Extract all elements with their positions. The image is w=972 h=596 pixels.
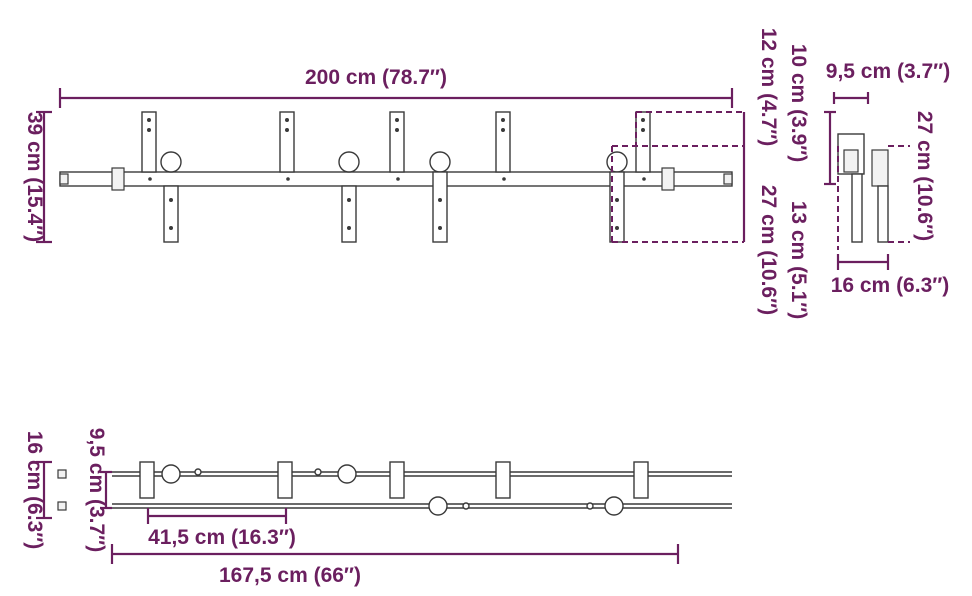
packed-roller bbox=[337, 464, 357, 484]
rail-width-label: 9,5 cm (3.7″) bbox=[826, 60, 950, 83]
hanging-straps bbox=[160, 151, 628, 243]
packed-bracket bbox=[495, 461, 511, 499]
dash-guides bbox=[611, 111, 746, 243]
strap bbox=[163, 185, 179, 243]
end-stop-left bbox=[111, 167, 125, 191]
total-length-label: 200 cm (78.7″) bbox=[305, 66, 447, 89]
strap bbox=[341, 185, 357, 243]
roller-wheel bbox=[338, 151, 360, 173]
dim-pack-415: 41,5 cm (16.3″) bbox=[146, 508, 296, 549]
bracket bbox=[495, 111, 511, 173]
dim-height: 39 cm (15.4″) bbox=[23, 110, 52, 244]
packed-bracket bbox=[389, 461, 405, 499]
packed-bracket bbox=[139, 461, 155, 499]
bracket bbox=[389, 111, 405, 173]
rail-end-right bbox=[723, 173, 733, 185]
bracket-10-label: 10 cm (3.9″) bbox=[787, 44, 810, 163]
side-roller bbox=[843, 149, 859, 173]
upper-brackets bbox=[141, 111, 651, 173]
pack-415-label: 41,5 cm (16.3″) bbox=[148, 526, 296, 549]
bracket bbox=[141, 111, 157, 173]
assembled-track bbox=[59, 111, 733, 243]
height-label: 39 cm (15.4″) bbox=[23, 112, 46, 242]
pack-95-label: 9,5 cm (3.7″) bbox=[85, 428, 108, 552]
roller-wheel bbox=[429, 151, 451, 173]
bracket-13-label: 13 cm (5.1″) bbox=[787, 201, 810, 320]
pack-16-label: 16 cm (6.3″) bbox=[23, 431, 46, 550]
dim-pack-height: 16 cm (6.3″) 9,5 cm (3.7″) bbox=[23, 428, 112, 552]
bracket bbox=[279, 111, 295, 173]
dim-pack-1675: 167,5 cm (66″) bbox=[110, 544, 680, 587]
side-view: 9,5 cm (3.7″) 16 cm (6.3″) 27 cm (10.6″) bbox=[824, 60, 950, 297]
roller-wheel bbox=[606, 151, 628, 173]
packed-bracket bbox=[277, 461, 293, 499]
side-strap bbox=[851, 173, 863, 243]
pack-1675-label: 167,5 cm (66″) bbox=[219, 564, 361, 587]
side-strap-2 bbox=[877, 185, 889, 243]
bracket-12-label: 12 cm (4.7″) bbox=[757, 28, 780, 147]
packed-components bbox=[57, 461, 732, 516]
packed-roller bbox=[161, 464, 181, 484]
side-16-label: 16 cm (6.3″) bbox=[831, 274, 950, 297]
rail-bar bbox=[59, 171, 733, 187]
strap-27-label: 27 cm (10.6″) bbox=[757, 185, 780, 315]
side-27-label: 27 cm (10.6″) bbox=[913, 111, 936, 241]
roller-wheel bbox=[160, 151, 182, 173]
strap bbox=[432, 171, 448, 243]
packed-roller bbox=[604, 496, 624, 516]
side-roller-2 bbox=[871, 149, 889, 187]
packed-bracket bbox=[633, 461, 649, 499]
dim-total-length: 200 cm (78.7″) bbox=[58, 66, 734, 108]
packed-roller bbox=[428, 496, 448, 516]
end-stop-right bbox=[661, 167, 675, 191]
rail-end-left bbox=[59, 173, 69, 185]
